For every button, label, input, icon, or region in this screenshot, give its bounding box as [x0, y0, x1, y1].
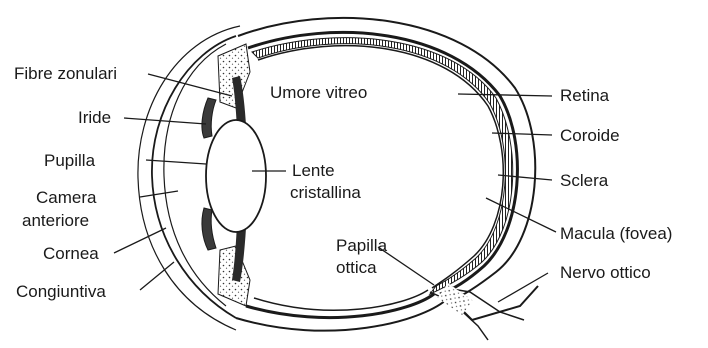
leader-retina	[458, 94, 552, 96]
label-retina: Retina	[560, 86, 610, 105]
ciliary-body-upper	[218, 44, 250, 108]
label-camera-line2: anteriore	[22, 211, 89, 230]
label-pupilla: Pupilla	[44, 151, 96, 170]
label-sclera: Sclera	[560, 171, 609, 190]
label-lente-line1: Lente	[292, 161, 335, 180]
label-papilla-line1: Papilla	[336, 236, 388, 255]
leader-iride	[124, 118, 206, 124]
label-papilla-line2: ottica	[336, 258, 377, 277]
iris-upper	[202, 98, 216, 138]
label-macula: Macula (fovea)	[560, 224, 672, 243]
label-fibre-zonulari: Fibre zonulari	[14, 64, 117, 83]
label-lente-line2: cristallina	[290, 183, 361, 202]
label-coroide: Coroide	[560, 126, 620, 145]
label-camera-line1: Camera	[36, 188, 97, 207]
choroid-contour	[246, 32, 517, 317]
label-iride: Iride	[78, 108, 111, 127]
leader-camera-anteriore	[140, 191, 178, 197]
label-nervo-ottico: Nervo ottico	[560, 263, 651, 282]
label-congiuntiva: Congiuntiva	[16, 282, 106, 301]
label-cornea: Cornea	[43, 244, 99, 263]
leader-pupilla	[146, 160, 206, 164]
label-umore-vitreo: Umore vitreo	[270, 83, 367, 102]
leader-nervo-ottico	[498, 273, 548, 302]
crystalline-lens	[206, 120, 266, 232]
sclera-outer	[236, 18, 538, 331]
leader-cornea	[114, 228, 166, 253]
